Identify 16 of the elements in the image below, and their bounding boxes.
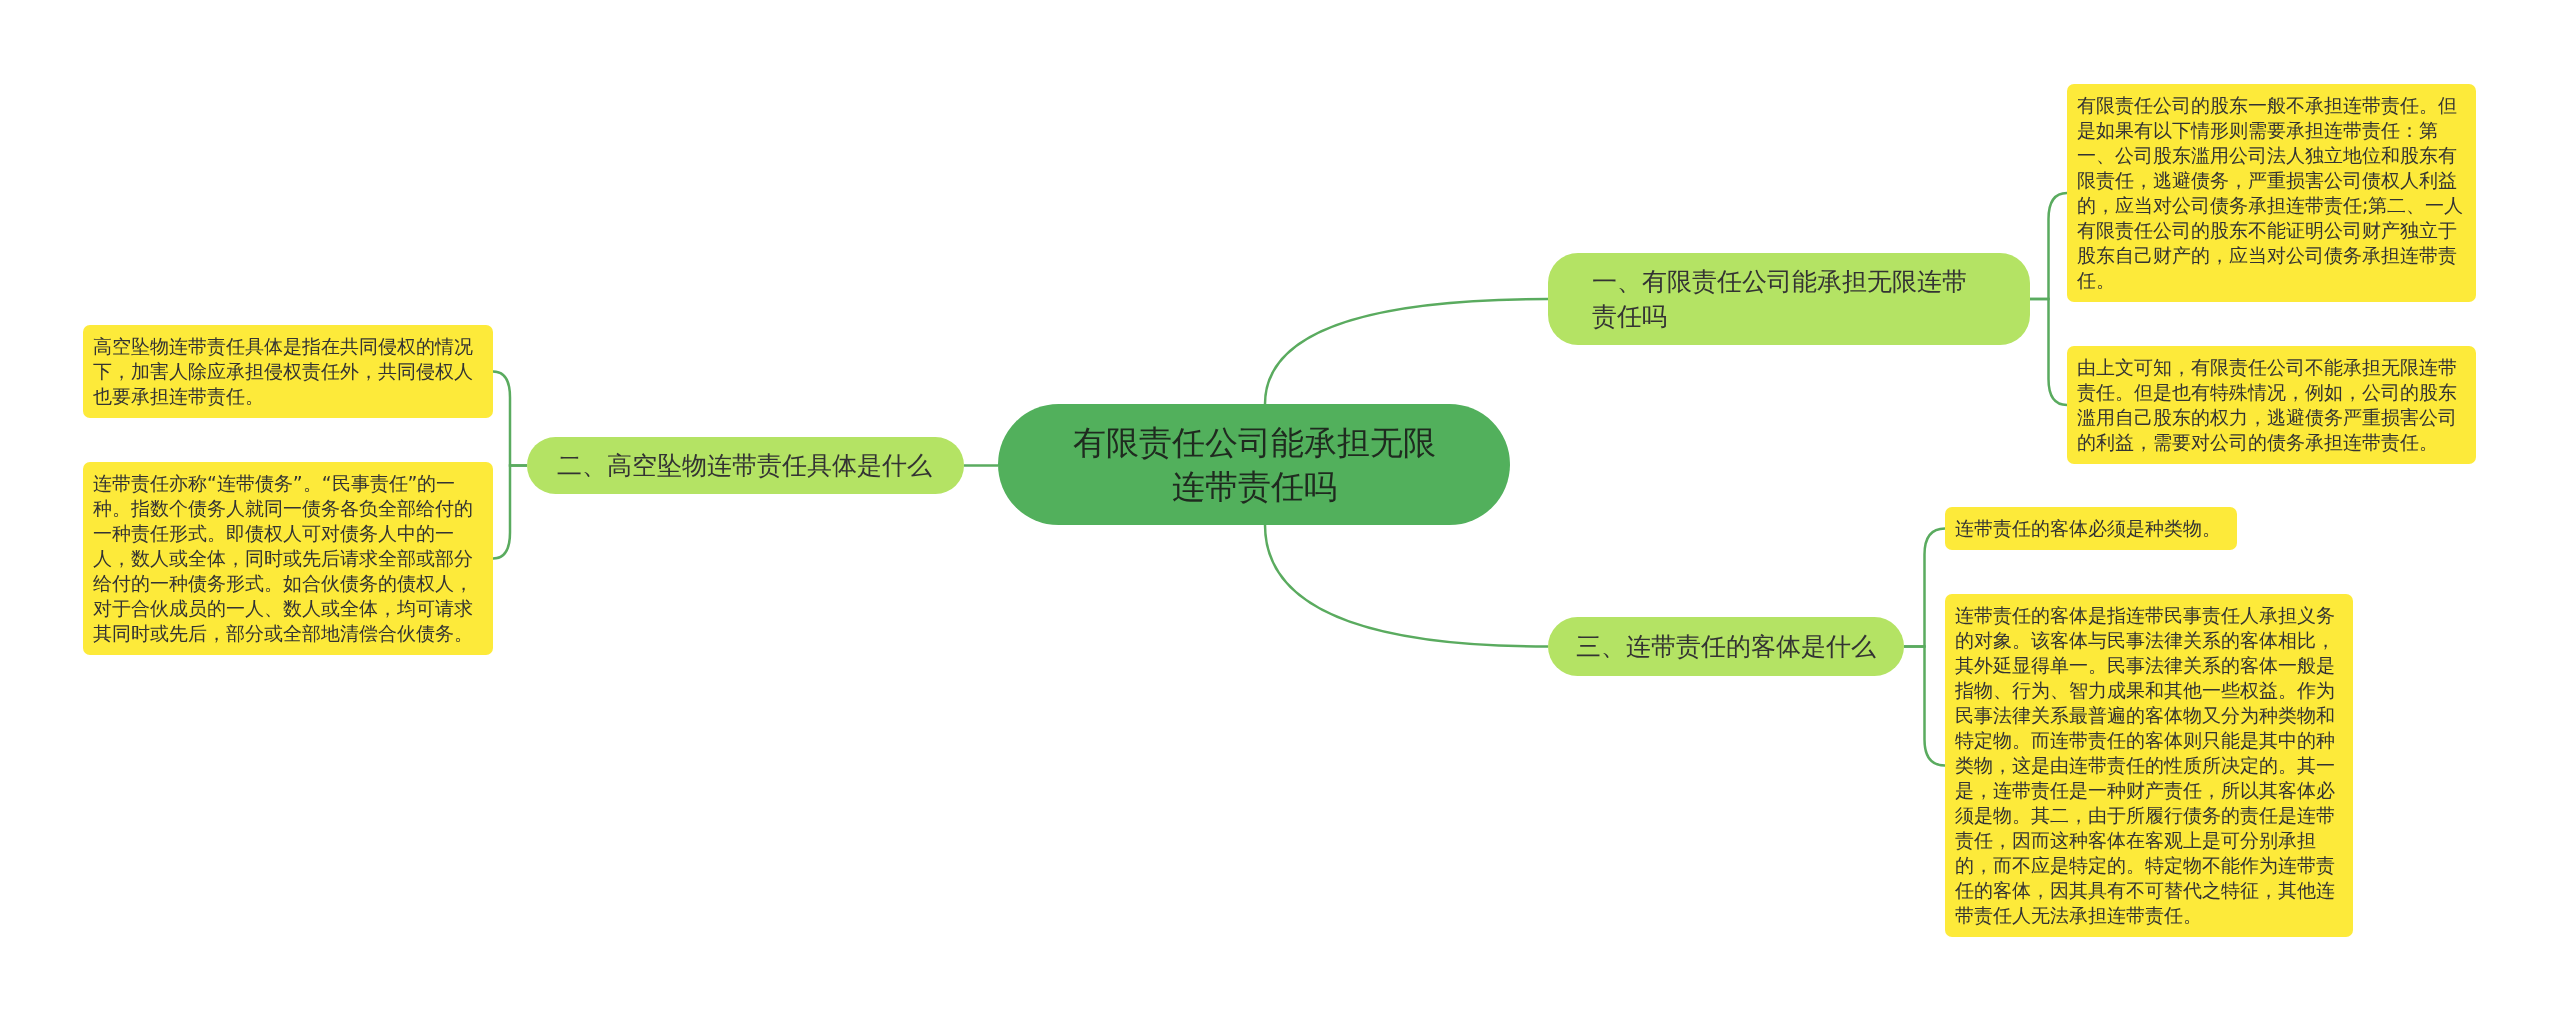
connector-line <box>1263 524 1549 648</box>
connector-line <box>1263 297 1549 405</box>
connector-line <box>492 464 527 560</box>
connector-line <box>964 464 998 467</box>
topic-box: 二、高空坠物连带责任具体是什么 <box>527 437 964 494</box>
connector-line <box>1904 645 1946 767</box>
connector-line <box>2030 297 2068 407</box>
note-box: 有限责任公司的股东一般不承担连带责任。但是如果有以下情形则需要承担连带责任：第一、公司股东滥用公司法人独立地位和股东有限责任，逃避债务，严重损害公司债权人利益的，应当对公司债务承担连带责任;第二、一人有限责任公司的股东不能证明公司财产独立于股东自己财产的，应当对公司债务承担连带责任。 <box>2067 84 2476 302</box>
central-topic-box: 有限责任公司能承担无限连带责任吗 <box>998 404 1510 525</box>
note-box: 由上文可知，有限责任公司不能承担无限连带责任。但是也有特殊情况，例如，公司的股东滥用自己股东的权力，逃避债务严重损害公司的利益，需要对公司的债务承担连带责任。 <box>2067 346 2476 464</box>
note-box: 连带责任的客体是指连带民事责任人承担义务的对象。该客体与民事法律关系的客体相比，其外延显得单一。民事法律关系的客体一般是指物、行为、智力成果和其他一些权益。作为民事法律关系最普遍的客体物又分为种类物和特定物。而连带责任的客体则只能是其中的种类物，这是由连带责任的性质所决定的。其一是，连带责任是一种财产责任，所以其客体必须是物。其二，由于所履行债务的责任是连带责任，因而这种客体在客观上是可分别承担的，而不应是特定的。特定物不能作为连带责任的客体，因其具有不可替代之特征，其他连带责任人无法承担连带责任。 <box>1945 594 2353 937</box>
note-box: 连带责任亦称“连带债务”。“民事责任”的一种。指数个债务人就同一债务各负全部给付的一种责任形式。即债权人可对债务人中的一人，数人或全体，同时或先后请求全部或部分给付的一种债务形式。如合伙债务的债权人，对于合伙成员的一人、数人或全体，均可请求其同时或先后，部分或全部地清偿合伙债务。 <box>83 462 493 655</box>
topic-box: 三、连带责任的客体是什么 <box>1548 617 1904 676</box>
note-box: 连带责任的客体必须是种类物。 <box>1945 507 2237 550</box>
note-box: 高空坠物连带责任具体是指在共同侵权的情况下，加害人除应承担侵权责任外，共同侵权人也要承担连带责任。 <box>83 325 493 418</box>
topic-box: 一、有限责任公司能承担无限连带责任吗 <box>1548 253 2030 345</box>
